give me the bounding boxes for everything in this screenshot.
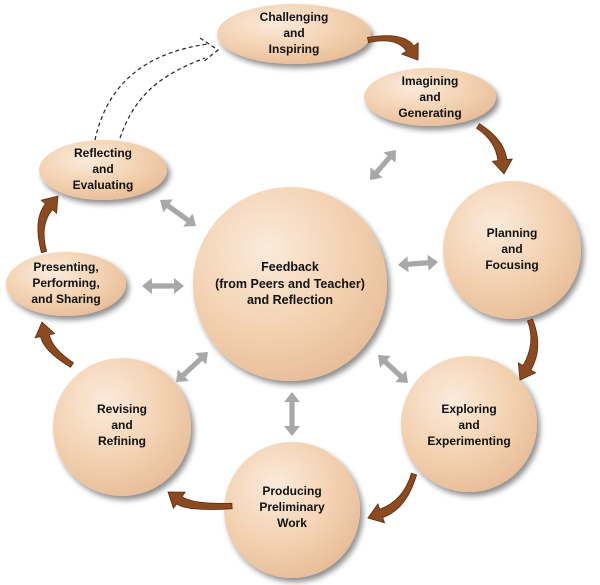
stage-line: Presenting, — [33, 260, 99, 274]
feedback-arrow-producing — [284, 392, 300, 436]
label-presenting-sharing: Presenting, Performing, and Sharing — [14, 258, 118, 308]
center-line-2: (from Peers and Teacher) — [215, 276, 365, 291]
arrow-exploring-to-producing — [367, 472, 418, 524]
node-challenging-inspiring — [217, 4, 371, 64]
stage-line: Reflecting — [73, 146, 132, 160]
node-exploring-experimenting — [401, 356, 537, 492]
label-planning-focusing: Planning and Focusing — [462, 224, 562, 274]
node-planning-focusing — [443, 181, 581, 319]
stage-line: Producing — [262, 484, 322, 498]
stage-line: Revising — [96, 402, 147, 416]
stage-line: and Sharing — [31, 292, 101, 306]
cycle-arrows — [34, 35, 539, 524]
feedback-arrows — [142, 150, 438, 436]
feedback-arrow-presenting — [142, 278, 184, 294]
stage-line: Performing, — [32, 276, 100, 290]
stage-line: Generating — [398, 106, 462, 120]
arrow-presenting-to-reflecting — [37, 195, 59, 254]
label-exploring-experimenting: Exploring and Experimenting — [409, 400, 529, 450]
label-producing-work: Producing Preliminary Work — [237, 482, 347, 532]
stage-line: Preliminary — [259, 500, 325, 514]
node-presenting-sharing — [6, 252, 126, 316]
stage-line: Planning — [486, 226, 538, 240]
stage-line: Experimenting — [427, 434, 511, 448]
feedback-arrow-planning — [398, 254, 438, 273]
arrow-imagining-to-planning — [475, 123, 514, 175]
stage-line: Challenging — [259, 10, 329, 24]
stage-line: Inspiring — [268, 42, 320, 56]
stage-line: and — [283, 26, 305, 40]
arrow-planning-to-exploring — [517, 318, 539, 381]
center-line-3: and Reflection — [246, 293, 334, 308]
stage-line: and — [458, 418, 480, 432]
center-line-1: Feedback — [261, 260, 319, 275]
node-imagining-generating — [364, 68, 496, 126]
node-revising-refining — [53, 358, 191, 496]
node-reflecting-evaluating — [39, 140, 167, 200]
label-reflecting-evaluating: Reflecting and Evaluating — [53, 144, 153, 194]
stage-line: and — [111, 418, 133, 432]
stage-line: and — [501, 242, 523, 256]
center-node — [193, 187, 387, 381]
center-label: Feedback (from Peers and Teacher) and Re… — [190, 256, 390, 312]
feedback-arrow-exploring — [378, 355, 408, 383]
arrow-producing-to-revising — [167, 491, 233, 510]
stage-line: Evaluating — [72, 178, 134, 192]
stage-line: Focusing — [485, 258, 539, 272]
feedback-arrow-revising — [176, 352, 208, 382]
arrow-challenging-to-imagining — [367, 35, 419, 61]
label-revising-refining: Revising and Refining — [72, 400, 172, 450]
node-producing-work — [224, 442, 360, 578]
feedback-arrow-imagining — [370, 150, 396, 180]
stage-line: Imagining — [401, 74, 459, 88]
stage-line: Exploring — [441, 402, 497, 416]
stage-line: and — [419, 90, 441, 104]
arrow-revising-to-presenting — [34, 321, 74, 368]
stage-line: and — [92, 162, 114, 176]
feedback-arrow-reflecting — [160, 199, 196, 227]
stage-line: Work — [277, 516, 307, 530]
dashed-return-arrow — [94, 37, 220, 141]
node-circles — [6, 4, 581, 578]
label-imagining-generating: Imagining and Generating — [380, 72, 480, 122]
label-challenging-inspiring: Challenging and Inspiring — [234, 8, 354, 58]
stage-line: Refining — [98, 434, 146, 448]
